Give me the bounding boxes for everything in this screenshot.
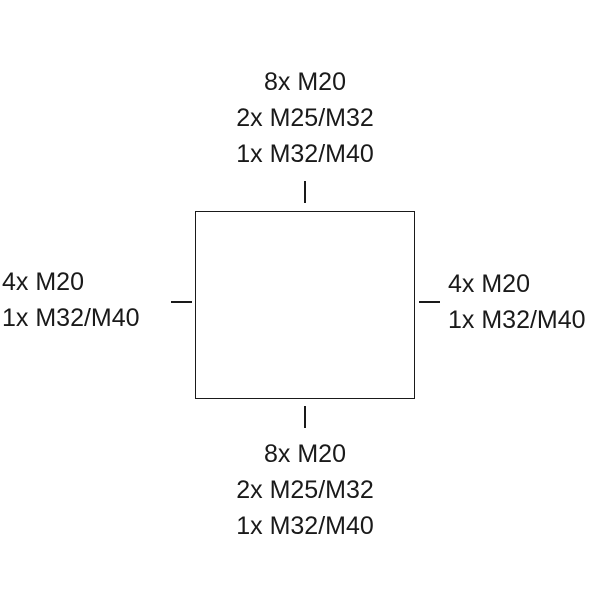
right-line: 4x M20 xyxy=(448,270,530,298)
left-leader-line xyxy=(171,301,192,303)
top-line: 1x M32/M40 xyxy=(236,140,374,168)
right-line: 1x M32/M40 xyxy=(448,306,586,334)
top-line: 2x M25/M32 xyxy=(236,104,374,132)
left-line: 4x M20 xyxy=(2,268,84,296)
bottom-entry-label: 8x M20 2x M25/M32 1x M32/M40 xyxy=(175,436,435,544)
enclosure-outline xyxy=(195,211,415,399)
bottom-leader-line xyxy=(304,406,306,428)
bottom-line: 1x M32/M40 xyxy=(236,512,374,540)
right-leader-line xyxy=(419,301,440,303)
bottom-line: 8x M20 xyxy=(264,440,346,468)
top-entry-label: 8x M20 2x M25/M32 1x M32/M40 xyxy=(175,64,435,172)
left-entry-label: 4x M20 1x M32/M40 xyxy=(2,264,140,336)
left-line: 1x M32/M40 xyxy=(2,304,140,332)
bottom-line: 2x M25/M32 xyxy=(236,476,374,504)
top-leader-line xyxy=(304,181,306,203)
right-entry-label: 4x M20 1x M32/M40 xyxy=(448,266,586,338)
top-line: 8x M20 xyxy=(264,68,346,96)
